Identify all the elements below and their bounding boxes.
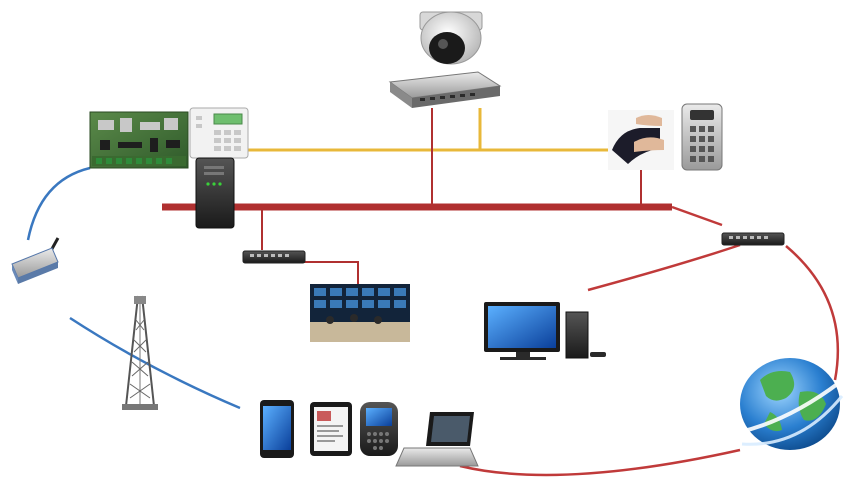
tablet-icon: [310, 402, 352, 456]
network-switch-icon: [242, 250, 306, 264]
link-laptop-arc: [459, 448, 741, 477]
control-room-icon: [310, 284, 410, 342]
globe-icon: [739, 358, 844, 450]
smartphone-icon: [260, 400, 294, 458]
links: [26, 108, 839, 477]
network-switch-icon: [721, 232, 785, 246]
cell-tower-icon: [122, 295, 158, 410]
phone-keyboard-icon: [360, 402, 398, 456]
desktop-computer-icon: [484, 302, 606, 360]
link-wan-arc: [785, 245, 839, 381]
gsm-modem-icon: [11, 237, 60, 284]
link-desktop: [587, 243, 741, 292]
access-keypad-icon: [608, 103, 723, 171]
alarm-control-board-icon: [89, 111, 189, 169]
laptop-icon: [395, 412, 479, 467]
dome-camera-icon: [419, 11, 483, 65]
link-control-room: [296, 261, 359, 284]
router-icon: [195, 157, 235, 229]
network-switch-icon: [388, 71, 502, 108]
link-right-switch: [671, 205, 723, 227]
alarm-keypad-icon: [189, 107, 249, 159]
link-serial-blue: [26, 166, 91, 241]
link-wireless-blue: [69, 316, 241, 410]
